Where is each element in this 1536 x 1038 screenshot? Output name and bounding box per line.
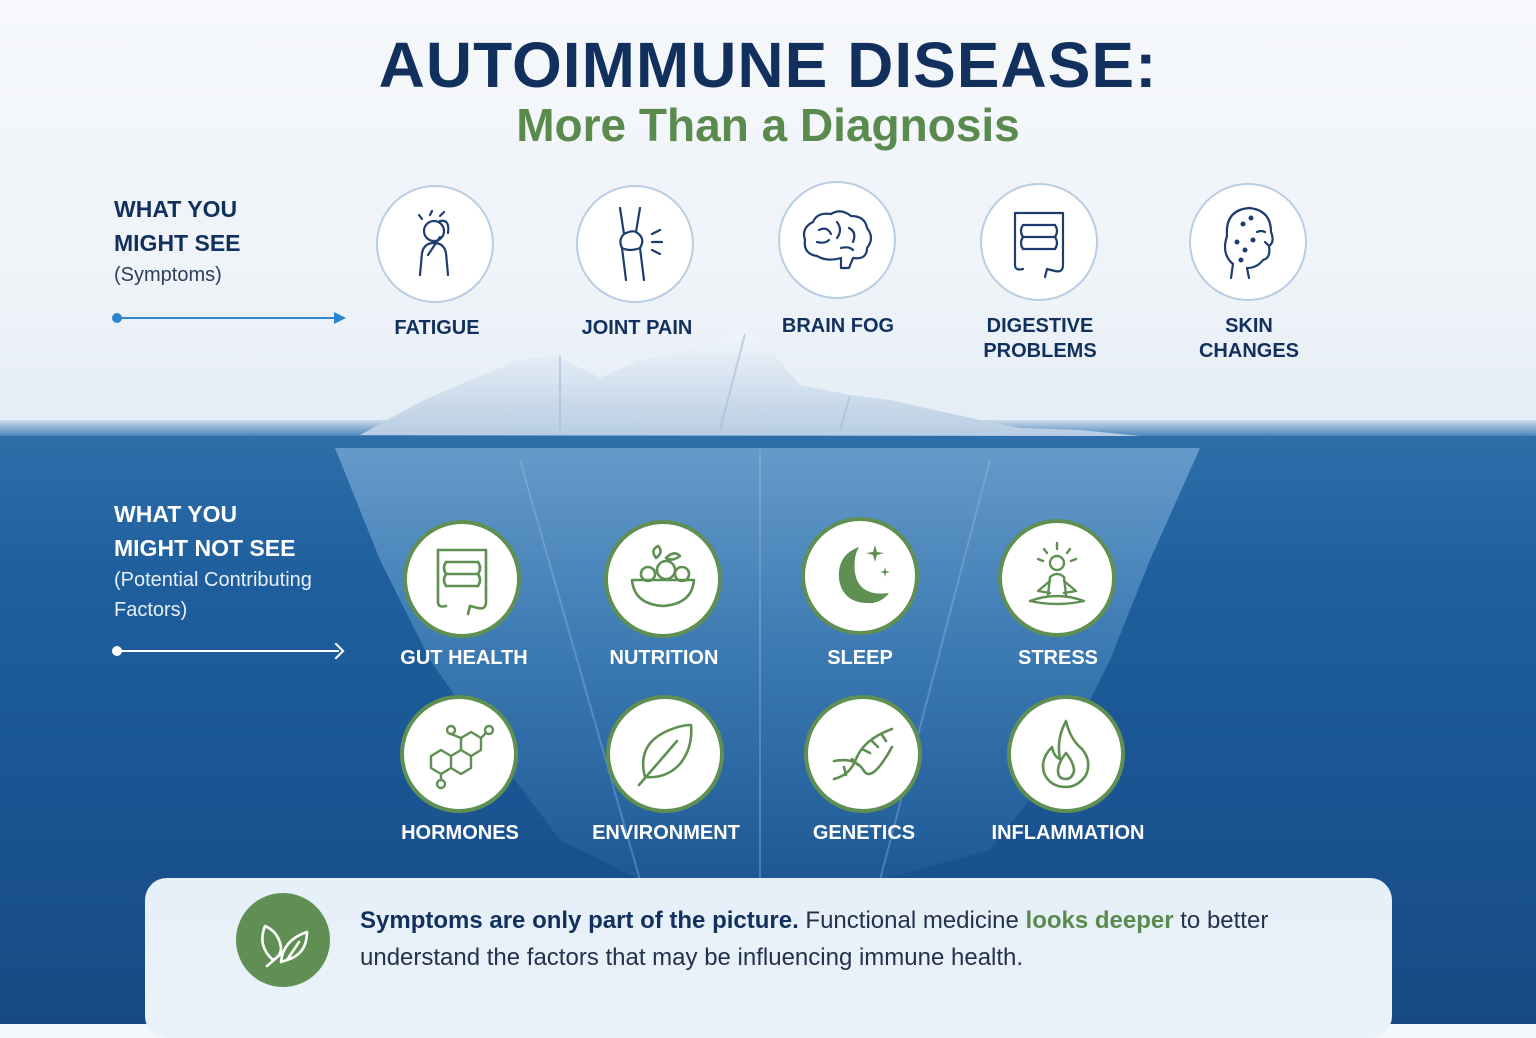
meditation-icon bbox=[1028, 541, 1086, 606]
visible-heading-line2: MIGHT SEE bbox=[114, 230, 241, 256]
factor-label-nutrition: NUTRITION bbox=[609, 647, 719, 669]
hidden-heading-line1: WHAT YOU bbox=[114, 501, 238, 527]
iceberg-underwater bbox=[335, 448, 1200, 880]
symptom-label-digestive-line2: PROBLEMS bbox=[983, 340, 1097, 362]
visible-section-heading: WHAT YOU MIGHT SEE (Symptoms) bbox=[114, 192, 241, 290]
intestine-icon bbox=[1013, 211, 1065, 279]
symptom-skin-changes bbox=[1189, 183, 1307, 301]
factor-stress bbox=[998, 519, 1116, 637]
factor-hormones bbox=[400, 695, 518, 813]
symptom-digestive-problems bbox=[980, 183, 1098, 301]
symptom-label-digestive-problems: DIGESTIVE PROBLEMS bbox=[930, 314, 1150, 364]
callout-text: Symptoms are only part of the picture. F… bbox=[360, 902, 1320, 976]
gut-icon bbox=[436, 548, 488, 616]
symptom-label-digestive-line1: DIGESTIVE bbox=[986, 315, 1094, 337]
callout-text-part1: Functional medicine bbox=[798, 907, 1026, 934]
visible-section-sub: (Symptoms) bbox=[114, 264, 222, 286]
factor-label-sleep: SLEEP bbox=[827, 647, 893, 669]
symptom-brain-fog bbox=[778, 181, 896, 299]
factor-label-environment: ENVIRONMENT bbox=[592, 822, 740, 844]
flame-icon bbox=[1041, 719, 1090, 789]
callout-text-part2: to better understand the factors that ma… bbox=[360, 907, 1269, 971]
molecule-icon bbox=[429, 724, 495, 790]
factor-label-stress: STRESS bbox=[1017, 647, 1099, 669]
factor-label-genetics: GENETICS bbox=[812, 822, 916, 844]
iceberg-tip bbox=[360, 332, 1140, 436]
symptom-label-skin-line2: CHANGES bbox=[1198, 340, 1299, 362]
moon-stars-icon bbox=[838, 545, 890, 604]
callout-highlight: looks deeper bbox=[1025, 907, 1174, 934]
factor-inflammation bbox=[1007, 695, 1125, 813]
symptom-label-joint-pain: JOINT PAIN bbox=[581, 317, 693, 339]
factor-nutrition bbox=[604, 520, 722, 638]
hidden-section-sub-line2: Factors) bbox=[114, 599, 188, 621]
skin-face-icon bbox=[1223, 206, 1274, 280]
visible-heading-line1: WHAT YOU bbox=[114, 196, 238, 222]
factor-environment bbox=[606, 695, 724, 813]
hidden-section-heading: WHAT YOU MIGHT NOT SEE (Potential Contri… bbox=[114, 497, 312, 625]
leaves-icon bbox=[261, 924, 309, 968]
factor-genetics bbox=[804, 695, 922, 813]
symptom-label-fatigue: FATIGUE bbox=[394, 317, 480, 339]
brain-icon bbox=[802, 210, 873, 270]
symptom-label-skin-line1: SKIN bbox=[1225, 315, 1273, 337]
factor-gut-health bbox=[403, 520, 521, 638]
factor-sleep bbox=[801, 517, 919, 635]
page-title: AUTOIMMUNE DISEASE: bbox=[378, 29, 1158, 101]
callout-badge bbox=[236, 893, 330, 987]
factor-label-gut-health: GUT HEALTH bbox=[400, 647, 528, 669]
food-bowl-icon bbox=[630, 544, 696, 608]
symptom-label-skin-changes: SKIN CHANGES bbox=[1139, 314, 1359, 364]
symptom-fatigue bbox=[376, 185, 494, 303]
callout-panel bbox=[145, 878, 1392, 1038]
fatigue-icon bbox=[417, 209, 450, 277]
page-subtitle: More Than a Diagnosis bbox=[516, 99, 1020, 151]
symptom-label-brain-fog: BRAIN FOG bbox=[781, 315, 895, 337]
hidden-heading-line2: MIGHT NOT SEE bbox=[114, 535, 296, 561]
symptom-joint-pain bbox=[576, 185, 694, 303]
joint-pain-icon bbox=[618, 206, 664, 282]
dna-icon bbox=[832, 727, 894, 781]
hidden-section-sub-line1: (Potential Contributing bbox=[114, 569, 312, 591]
factor-label-inflammation: INFLAMMATION bbox=[991, 822, 1145, 844]
factor-label-hormones: HORMONES bbox=[401, 822, 519, 844]
callout-bold: Symptoms are only part of the picture. bbox=[360, 907, 799, 934]
leaf-icon bbox=[637, 723, 693, 787]
